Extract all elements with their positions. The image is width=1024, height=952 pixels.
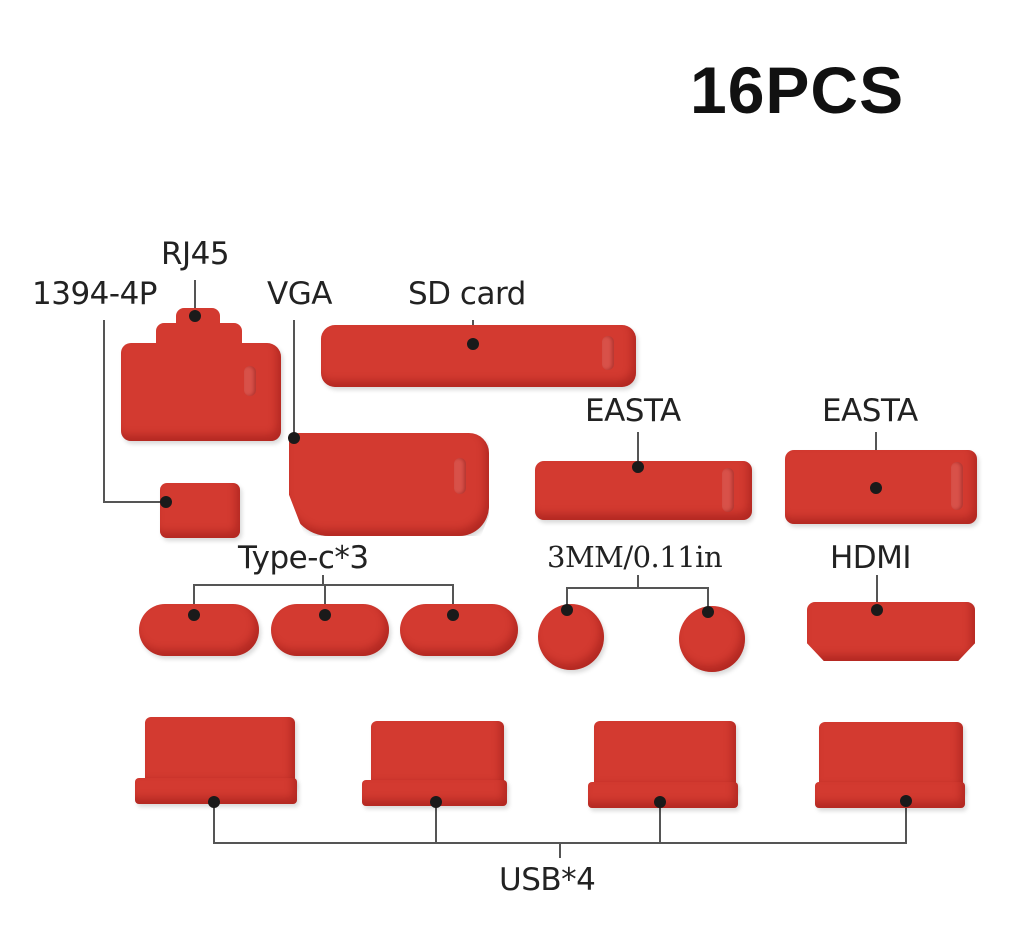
usb-4-pointer-dot (900, 795, 912, 807)
sd-card-pointer-dot (467, 338, 479, 350)
esata-1-pointer-dot (632, 461, 644, 473)
label-type-c: Type-c*3 (238, 540, 369, 576)
hdmi-pointer-dot (871, 604, 883, 616)
usb-plug-1 (145, 717, 295, 787)
sd-card-plug (321, 325, 636, 387)
ieee1394-plug (160, 483, 240, 538)
type-c-2-pointer-dot (319, 609, 331, 621)
label-sd-card: SD card (408, 276, 526, 312)
vga-tab (454, 458, 466, 494)
round-1-pointer-dot (561, 604, 573, 616)
usb-3-pointer-dot (654, 796, 666, 808)
label-rj45: RJ45 (161, 236, 230, 272)
label-hdmi: HDMI (830, 540, 912, 576)
label-vga: VGA (267, 276, 332, 312)
label-1394-4p: 1394-4P (32, 276, 158, 312)
vga-plug (289, 433, 489, 536)
type-c-1-pointer-dot (188, 609, 200, 621)
usb-plug-4-base (815, 782, 965, 808)
rj45-tab (244, 366, 256, 396)
type-c-plug-3 (400, 604, 518, 656)
usb-plug-2 (371, 721, 504, 789)
sd-card-tab (602, 336, 614, 370)
label-esata-1: EASTA (585, 393, 681, 429)
round-2-pointer-dot (702, 606, 714, 618)
rj45-plug (121, 343, 281, 441)
esata-plug-1 (535, 461, 752, 520)
usb-plug-4 (819, 722, 963, 792)
label-esata-2: EASTA (822, 393, 918, 429)
usb-2-pointer-dot (430, 796, 442, 808)
rj45-pointer-dot (189, 310, 201, 322)
esata-2-tab (951, 462, 963, 510)
usb-plug-3 (594, 721, 736, 791)
usb-1-pointer-dot (208, 796, 220, 808)
vga-pointer-dot (288, 432, 300, 444)
ieee1394-pointer-dot (160, 496, 172, 508)
type-c-3-pointer-dot (447, 609, 459, 621)
product-title: 16PCS (690, 53, 905, 127)
esata-1-tab (722, 468, 734, 512)
label-usb: USB*4 (499, 862, 596, 898)
hdmi-plug (807, 602, 975, 661)
esata-2-pointer-dot (870, 482, 882, 494)
round-plug-2 (679, 606, 745, 672)
round-plug-1 (538, 604, 604, 670)
label-round-3mm: 3MM/0.11in (547, 540, 723, 574)
